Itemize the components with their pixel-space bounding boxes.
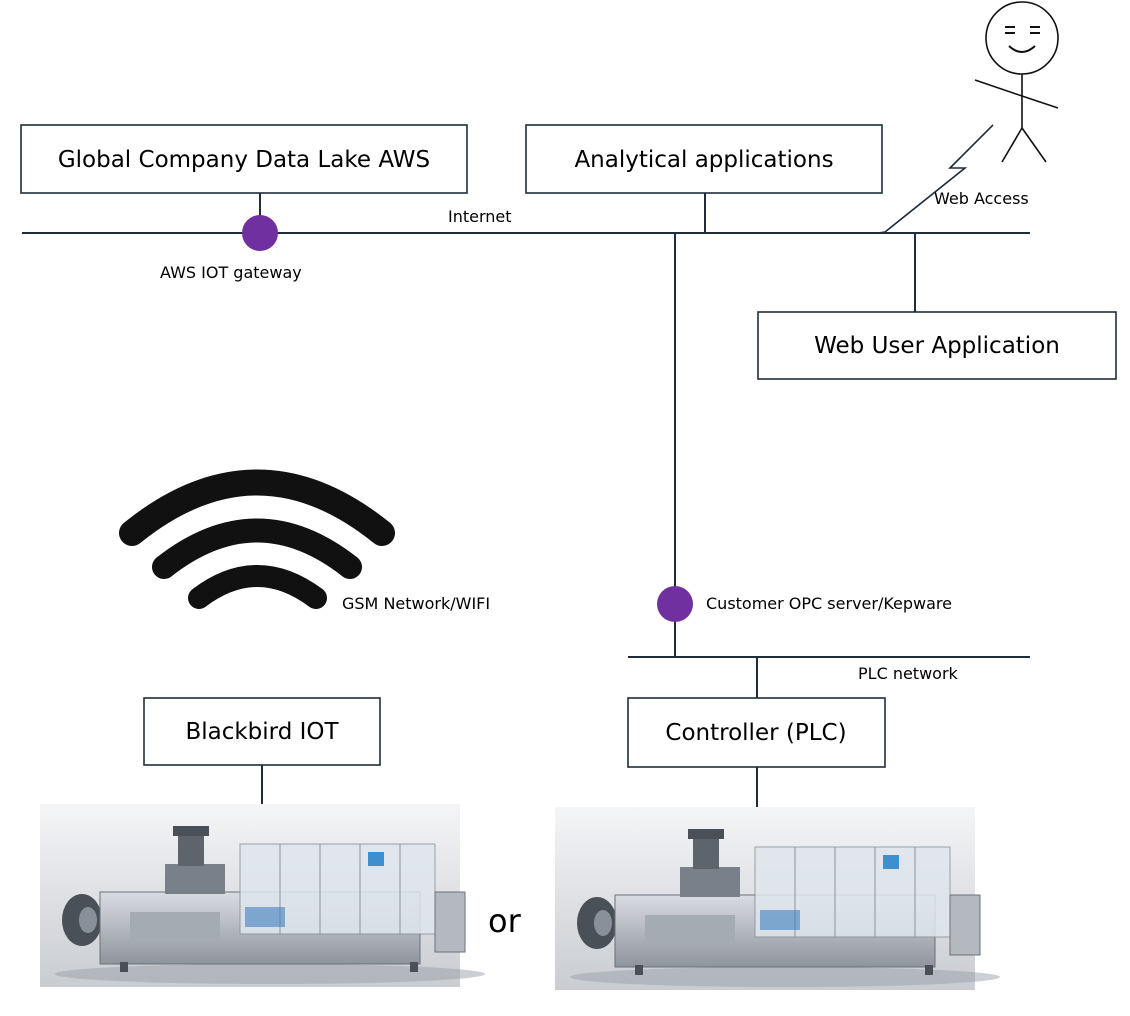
- plc-network-label: PLC network: [858, 664, 959, 683]
- controller-plc-label: Controller (PLC): [665, 720, 846, 746]
- wifi-signal-icon: [119, 469, 395, 609]
- controller-plc-box: Controller (PLC): [627, 697, 886, 768]
- gsm-network-label: GSM Network/WIFI: [342, 594, 490, 613]
- data-lake-label: Global Company Data Lake AWS: [58, 147, 430, 173]
- web-user-application-box: Web User Application: [757, 311, 1117, 380]
- blister-packaging-machine-image-left: [40, 804, 486, 987]
- aws-iot-gateway-label: AWS IOT gateway: [160, 263, 302, 282]
- stick-figure-user-icon: [974, 1, 1059, 163]
- opc-server-label: Customer OPC server/Kepware: [706, 594, 952, 613]
- data-lake-box: Global Company Data Lake AWS: [20, 124, 468, 194]
- opc-server-node: [657, 586, 693, 622]
- web-access-label: Web Access: [934, 189, 1029, 208]
- lightning-link-icon: [877, 124, 994, 234]
- blackbird-iot-box: Blackbird IOT: [143, 697, 381, 766]
- blackbird-iot-label: Blackbird IOT: [185, 719, 339, 745]
- internet-label: Internet: [448, 207, 512, 226]
- blister-packaging-machine-image-right: [555, 807, 1001, 990]
- or-label: or: [488, 902, 522, 940]
- web-user-application-label: Web User Application: [814, 333, 1060, 359]
- analytical-applications-label: Analytical applications: [574, 147, 833, 173]
- analytical-applications-box: Analytical applications: [525, 124, 883, 194]
- aws-iot-gateway-node: [242, 215, 278, 251]
